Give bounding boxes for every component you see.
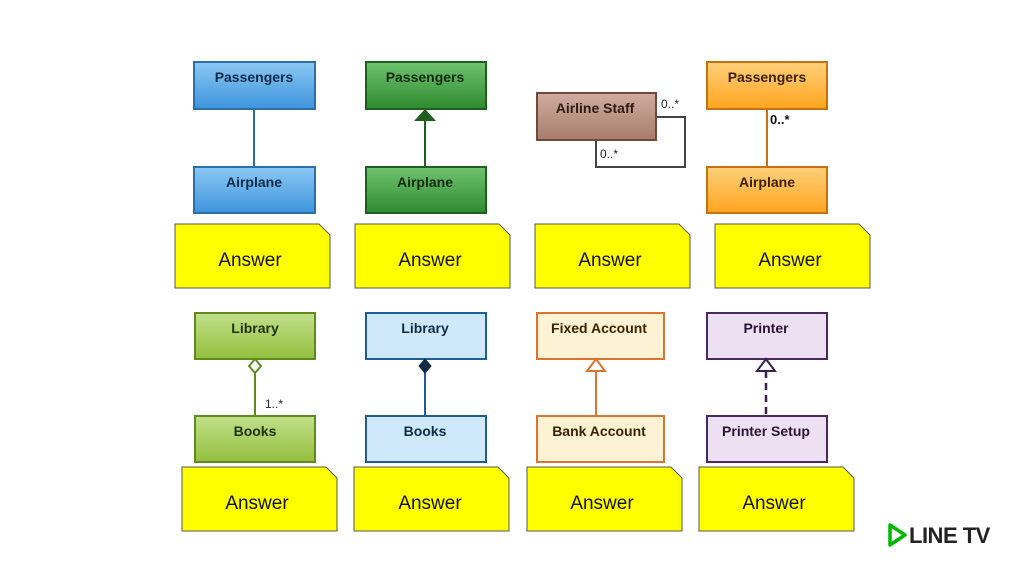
class-name: Airline Staff xyxy=(556,100,635,116)
class-name: Printer Setup xyxy=(722,423,810,439)
class-box-books[interactable]: Books xyxy=(194,415,316,463)
line-tv-logo: LINE TV xyxy=(888,523,991,548)
filled-arrowhead-icon xyxy=(414,109,436,121)
answer-text: Answer xyxy=(742,493,806,514)
brand-name: LINE TV xyxy=(909,523,991,548)
class-name: Airplane xyxy=(226,174,282,190)
class-box-printer[interactable]: Printer xyxy=(706,312,828,360)
answer-text: Answer xyxy=(578,250,642,271)
class-name: Printer xyxy=(743,320,789,336)
hollow-triangle-icon xyxy=(755,357,777,372)
answer-text: Answer xyxy=(570,493,634,514)
answer-note-3[interactable]: Answer xyxy=(534,223,691,289)
class-box-library[interactable]: Library xyxy=(194,312,316,360)
class-name: Airplane xyxy=(397,174,453,190)
self-association-diagram: Airline Staff 0..* 0..* xyxy=(536,92,686,168)
class-name: Bank Account xyxy=(552,423,646,439)
class-box-printer-setup[interactable]: Printer Setup xyxy=(706,415,828,463)
association-diagram: Passengers Airplane xyxy=(193,61,316,214)
generalization-diagram: Fixed Account Bank Account xyxy=(536,312,665,463)
answer-text: Answer xyxy=(225,493,289,514)
self-association-line xyxy=(595,116,686,168)
class-name: Fixed Account xyxy=(551,320,647,336)
class-name: Airplane xyxy=(739,174,795,190)
answer-note-1[interactable]: Answer xyxy=(174,223,331,289)
class-box-books[interactable]: Books xyxy=(365,415,487,463)
answer-text: Answer xyxy=(398,250,462,271)
answer-text: Answer xyxy=(398,493,462,514)
answer-note-2[interactable]: Answer xyxy=(354,223,511,289)
class-box-fixed-account[interactable]: Fixed Account xyxy=(536,312,665,360)
answer-text: Answer xyxy=(218,250,282,271)
class-name: Library xyxy=(401,320,449,336)
class-box-airplane[interactable]: Airplane xyxy=(365,166,487,214)
composition-diagram: Library Books xyxy=(365,312,487,463)
class-box-passengers[interactable]: Passengers xyxy=(365,61,487,110)
hollow-triangle-icon xyxy=(585,357,607,372)
multiplicity-label: 0..* xyxy=(661,97,679,111)
class-box-airplane[interactable]: Airplane xyxy=(706,166,828,214)
answer-text: Answer xyxy=(758,250,822,271)
aggregation-diagram: Library 1..* Books xyxy=(194,312,316,463)
class-name: Library xyxy=(231,320,279,336)
class-box-passengers[interactable]: Passengers xyxy=(706,61,828,110)
class-name: Books xyxy=(404,423,447,439)
filled-diamond-icon xyxy=(418,358,432,374)
class-box-airplane[interactable]: Airplane xyxy=(193,166,316,214)
class-name: Books xyxy=(234,423,277,439)
class-box-library[interactable]: Library xyxy=(365,312,487,360)
realization-diagram: Printer Printer Setup xyxy=(706,312,828,463)
multiplicity-label: 1..* xyxy=(265,397,283,411)
answer-note-8[interactable]: Answer xyxy=(698,466,855,532)
class-name: Passengers xyxy=(386,69,465,85)
answer-note-4[interactable]: Answer xyxy=(714,223,871,289)
hollow-diamond-icon xyxy=(247,357,263,375)
answer-note-7[interactable]: Answer xyxy=(526,466,683,532)
class-name: Passengers xyxy=(215,69,294,85)
play-icon xyxy=(888,523,907,547)
class-box-passengers[interactable]: Passengers xyxy=(193,61,316,110)
answer-note-6[interactable]: Answer xyxy=(353,466,510,532)
answer-note-5[interactable]: Answer xyxy=(181,466,338,532)
class-box-airline-staff[interactable]: Airline Staff xyxy=(536,92,657,141)
class-box-bank-account[interactable]: Bank Account xyxy=(536,415,665,463)
multiplicity-label: 0..* xyxy=(770,112,790,127)
inheritance-diagram: Passengers Airplane xyxy=(365,61,487,214)
multiplicity-diagram: Passengers 0..* Airplane xyxy=(706,61,828,214)
class-name: Passengers xyxy=(728,69,807,85)
multiplicity-label: 0..* xyxy=(600,147,618,161)
